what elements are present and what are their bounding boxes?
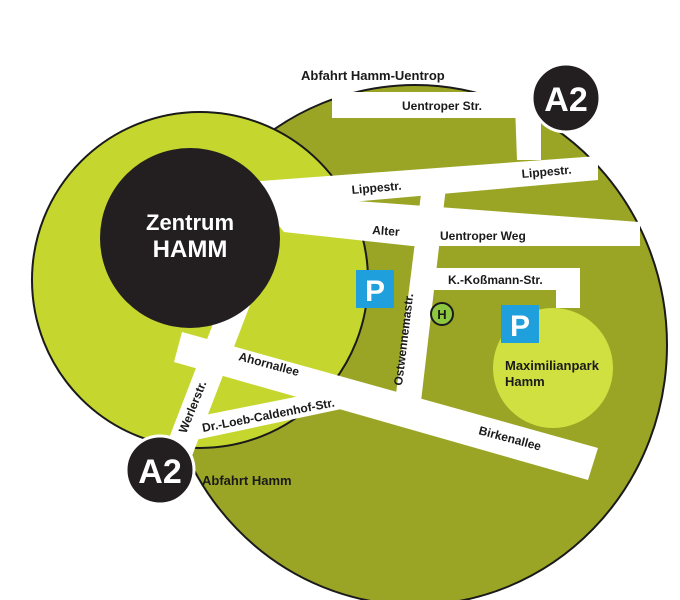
road-loeb-caldenhof-str: [180, 388, 346, 442]
a2-badge-top: A2: [530, 62, 602, 134]
label-kossmann-str: K.-Koßmann-Str.: [448, 273, 543, 287]
exit-top-label: Abfahrt Hamm-Uentrop: [301, 68, 445, 83]
a2-badge-top-text: A2: [544, 81, 587, 119]
road-werlerstr: [166, 290, 252, 456]
park-label-line2: Hamm: [505, 374, 545, 389]
parking-sign-park-text: P: [510, 310, 530, 343]
city-center: [100, 148, 280, 328]
label-alter: Alter: [372, 223, 401, 239]
parking-sign-center-text: P: [365, 275, 385, 308]
label-uentroper-str: Uentroper Str.: [402, 99, 482, 113]
roads: [166, 92, 640, 480]
parking-sign-park: P: [501, 305, 539, 343]
label-uentroper-weg: Uentroper Weg: [440, 229, 526, 243]
a2-badge-bottom: A2: [124, 434, 196, 506]
label-lippestr-right: Lippestr.: [521, 163, 572, 181]
exit-bottom-label: Abfahrt Hamm: [202, 473, 292, 488]
road-uentroper-connector: [515, 105, 541, 160]
city-center-line1: Zentrum: [146, 210, 234, 235]
road-ostwennemastr: [394, 170, 448, 410]
bus-stop-icon: H: [430, 302, 454, 326]
label-lippestr-left: Lippestr.: [351, 179, 402, 197]
road-kossmann-str: [426, 268, 580, 308]
bus-stop-text: H: [437, 307, 446, 322]
road-ahornallee-birkenallee: [174, 332, 598, 480]
city-center-line2: HAMM: [153, 236, 228, 263]
park-label-line1: Maximilianpark: [505, 358, 600, 373]
road-alter-uentroper-weg: [268, 196, 640, 246]
a2-badge-bottom-text: A2: [138, 453, 181, 491]
road-uentroper-str: [332, 92, 542, 118]
parking-sign-center: P: [356, 270, 394, 308]
